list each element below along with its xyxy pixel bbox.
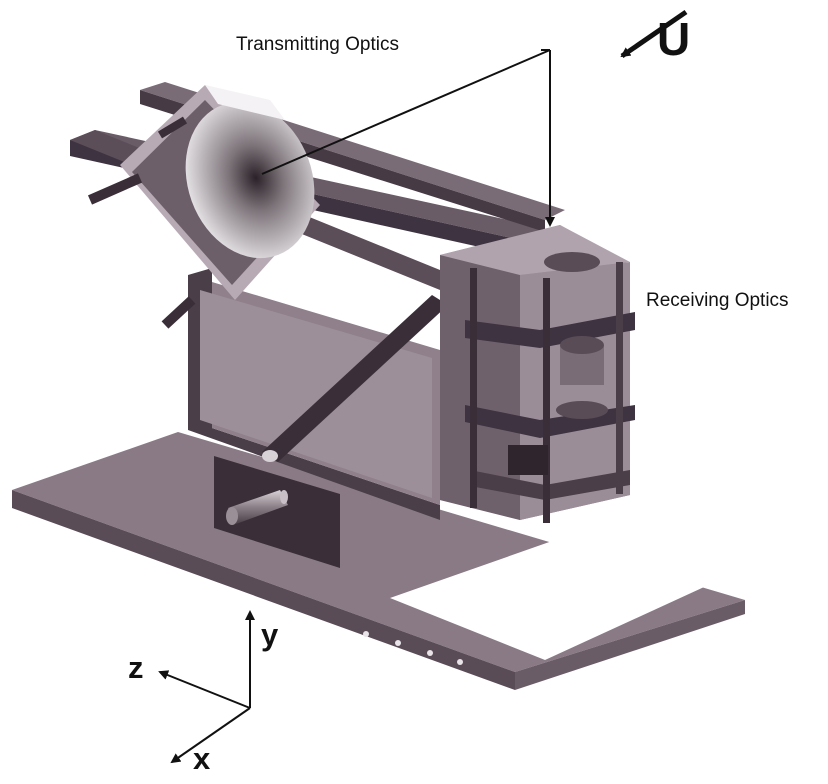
axis-y-label: y (261, 617, 279, 652)
axis-z-line (158, 670, 251, 709)
receiving-stack (440, 225, 635, 523)
coordinate-axes (158, 610, 255, 764)
tx-callout-line (261, 49, 551, 175)
wind-direction-label: U (657, 13, 691, 65)
receiving-optics-label: Receiving Optics (646, 290, 789, 311)
axis-z-label: z (128, 650, 144, 685)
axis-x-label: x (193, 741, 211, 776)
gas-canister (226, 490, 288, 525)
base-plate (12, 432, 745, 690)
callout-lines (261, 49, 555, 227)
diagonal-brace (262, 295, 448, 462)
transmitting-optics-label: Transmitting Optics (236, 34, 399, 55)
transmitting-dish (87, 85, 320, 329)
wind-arrow (620, 9, 688, 59)
axis-x-line (170, 707, 251, 764)
